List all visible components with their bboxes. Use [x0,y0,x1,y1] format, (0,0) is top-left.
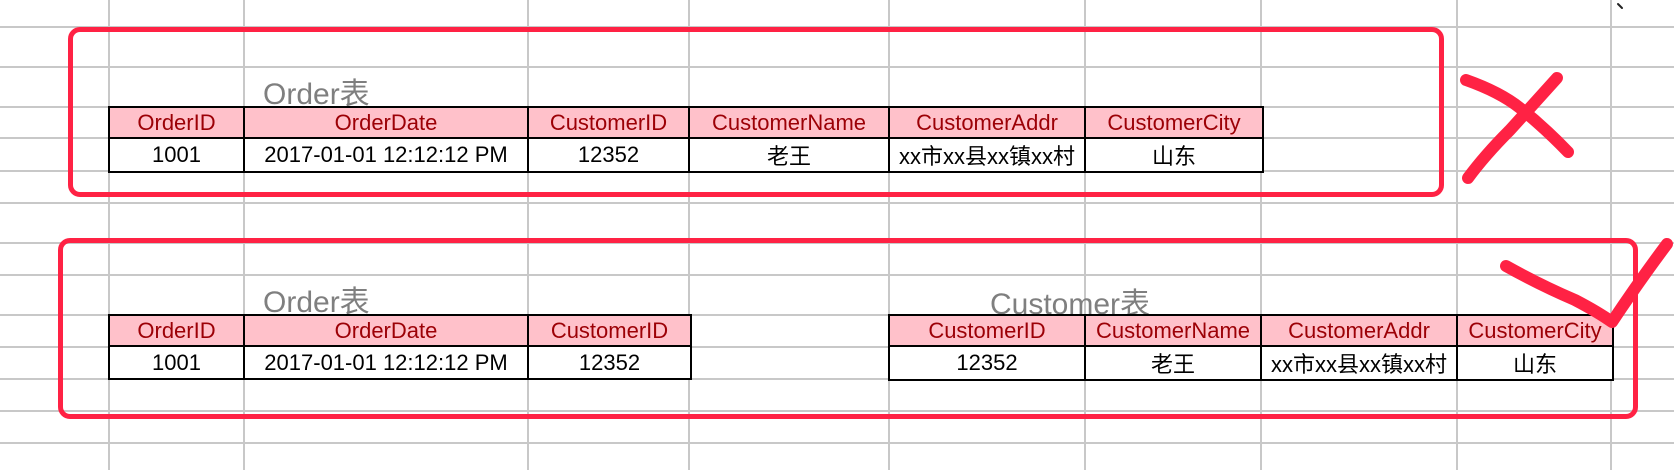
order-table-title-wrong: Order表 [263,78,370,111]
grid-row-line [0,242,1674,244]
grid-column-line [888,0,890,470]
order-table-denormalized: OrderID OrderDate CustomerID CustomerNam… [108,106,1264,173]
grid-row-line [0,442,1674,444]
header-cell-customercity[interactable]: CustomerCity [1456,314,1614,347]
table-header-row: OrderID OrderDate CustomerID [108,314,692,347]
customer-table: CustomerID CustomerName CustomerAddr Cus… [888,314,1614,381]
grid-column-line [1610,0,1612,470]
cell-customername[interactable]: 老王 [1084,345,1262,381]
cell-orderid[interactable]: 1001 [108,137,245,173]
cell-customercity[interactable]: 山东 [1456,345,1614,381]
cell-customerid[interactable]: 12352 [527,345,692,380]
grid-column-line [1084,0,1086,470]
header-cell-orderdate[interactable]: OrderDate [243,314,529,347]
cross-mark-icon [1460,72,1574,184]
header-cell-customername[interactable]: CustomerName [1084,314,1262,347]
grid-row-line [0,410,1674,412]
stray-pen-dot-icon [1617,3,1623,9]
cell-customerid[interactable]: 12352 [527,137,690,173]
header-cell-customerid[interactable]: CustomerID [527,314,692,347]
grid-row-line [0,314,1674,316]
grid-row-line [0,202,1674,204]
grid-column-line [243,0,245,470]
grid-row-line [0,274,1674,276]
grid-column-line [527,0,529,470]
grid-column-line [1456,0,1458,470]
header-cell-customeraddr[interactable]: CustomerAddr [888,106,1086,139]
order-table-normalized: OrderID OrderDate CustomerID 1001 2017-0… [108,314,692,380]
cell-customerid[interactable]: 12352 [888,345,1086,381]
order-table-title-right: Order表 [263,286,370,319]
cell-orderid[interactable]: 1001 [108,345,245,380]
header-cell-customercity[interactable]: CustomerCity [1084,106,1264,139]
header-cell-customerid[interactable]: CustomerID [888,314,1086,347]
table-row: 1001 2017-01-01 12:12:12 PM 12352 [108,345,692,380]
header-cell-customerid[interactable]: CustomerID [527,106,690,139]
grid-column-line [688,0,690,470]
cell-orderdate[interactable]: 2017-01-01 12:12:12 PM [243,137,529,173]
cell-customercity[interactable]: 山东 [1084,137,1264,173]
header-cell-customername[interactable]: CustomerName [688,106,890,139]
cell-customername[interactable]: 老王 [688,137,890,173]
table-header-row: CustomerID CustomerName CustomerAddr Cus… [888,314,1614,347]
header-cell-customeraddr[interactable]: CustomerAddr [1260,314,1458,347]
header-cell-orderid[interactable]: OrderID [108,314,245,347]
cell-customeraddr[interactable]: xx市xx县xx镇xx村 [888,137,1086,173]
grid-row-line [0,346,1674,348]
table-row: 12352 老王 xx市xx县xx镇xx村 山东 [888,345,1614,381]
header-cell-orderid[interactable]: OrderID [108,106,245,139]
table-row: 1001 2017-01-01 12:12:12 PM 12352 老王 xx市… [108,137,1264,173]
wrong-example-highlight-box [68,27,1444,197]
cell-orderdate[interactable]: 2017-01-01 12:12:12 PM [243,345,529,380]
header-cell-orderdate[interactable]: OrderDate [243,106,529,139]
right-example-highlight-box [58,238,1638,419]
grid-column-line [1260,0,1262,470]
check-mark-icon [1500,238,1673,328]
cell-customeraddr[interactable]: xx市xx县xx镇xx村 [1260,345,1458,381]
grid-row-line [0,66,1674,68]
grid-column-line [108,0,110,470]
grid-row-line [0,378,1674,380]
table-header-row: OrderID OrderDate CustomerID CustomerNam… [108,106,1264,139]
